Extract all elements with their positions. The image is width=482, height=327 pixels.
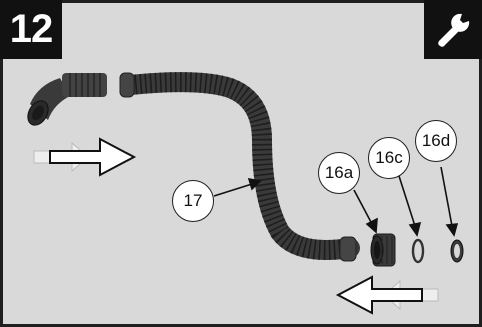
direction-arrow-left — [335, 275, 439, 315]
corrugated-hose — [119, 72, 360, 262]
o-ring-16c — [411, 238, 425, 264]
leader-arrow-16d — [440, 166, 459, 237]
callout-16d: 16d — [415, 120, 457, 162]
callout-16c: 16c — [368, 137, 410, 179]
washer-16d — [450, 239, 464, 263]
direction-arrow-right — [33, 137, 137, 177]
step-number-badge: 12 — [0, 0, 62, 59]
leader-arrow-17 — [213, 177, 262, 197]
callout-16a: 16a — [318, 152, 360, 194]
coupling-nut-16a — [370, 233, 396, 267]
leader-arrow-16c — [398, 175, 422, 237]
callout-17: 17 — [172, 180, 214, 222]
wrench-icon — [424, 0, 482, 59]
elbow-fitting — [27, 73, 107, 126]
leader-arrow-16a — [353, 189, 378, 234]
